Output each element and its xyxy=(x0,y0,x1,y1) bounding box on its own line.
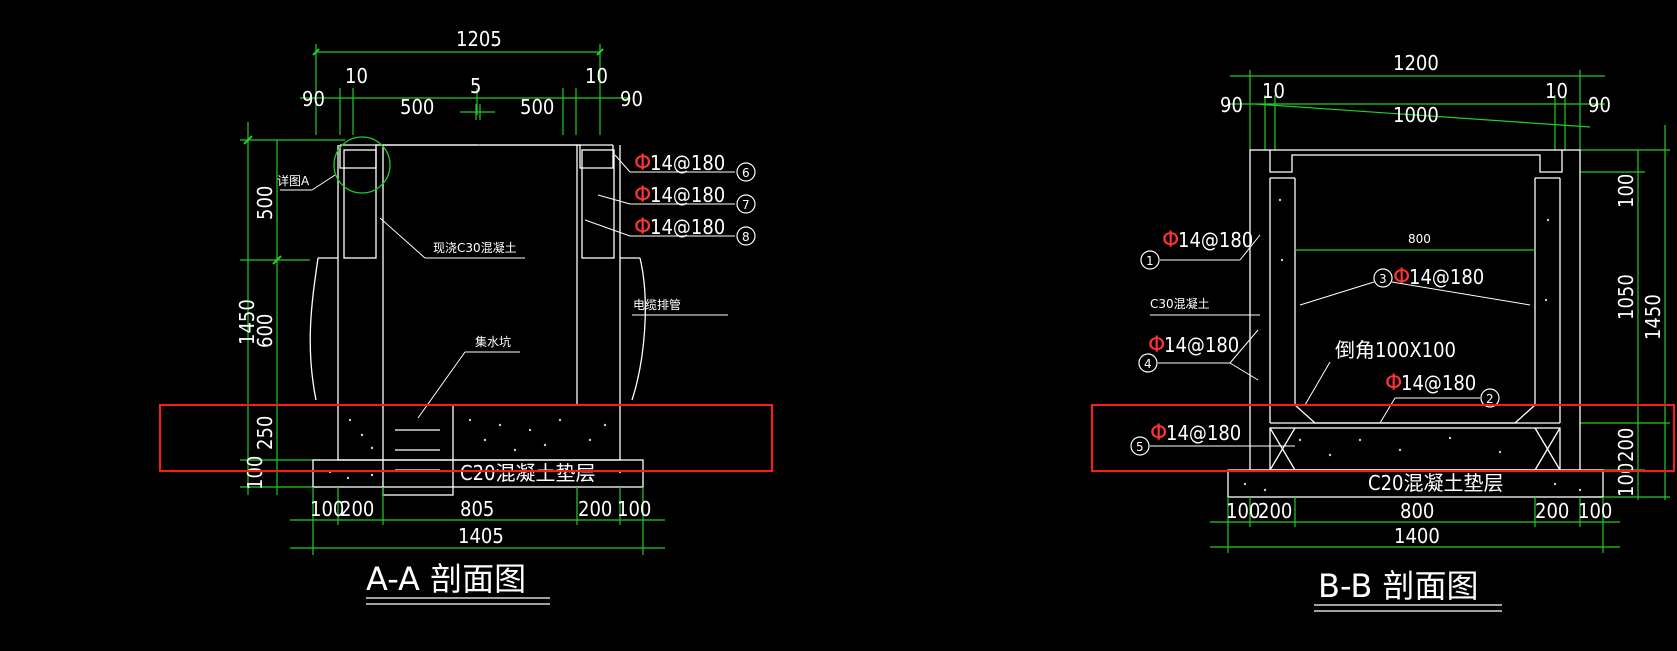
bb-rebar-callout-1[interactable]: Φ 14@180 1 xyxy=(1140,228,1261,270)
rebar-symbol-icon: Φ xyxy=(634,183,651,208)
section-bb: 1200 1000 90 10 10 90 100 1050 1450 200 … xyxy=(1091,51,1675,612)
aa-rebar-spec-7: 14@180 xyxy=(650,183,725,207)
aa-dim-middle-height: 600 xyxy=(253,314,277,348)
aa-dim-right-small: 10 xyxy=(585,64,608,88)
aa-dim-bottom-2: 200 xyxy=(340,497,374,521)
bb-dim-overall-top: 1200 xyxy=(1393,51,1439,75)
bb-rebar-spec-2: 14@180 xyxy=(1401,371,1476,395)
bb-dim-total: 1450 xyxy=(1641,294,1665,340)
rebar-symbol-icon: Φ xyxy=(1162,228,1179,253)
rebar-symbol-icon: Φ xyxy=(1150,421,1167,446)
bb-label-concrete: C30混凝土 xyxy=(1150,296,1210,311)
rebar-symbol-icon: Φ xyxy=(1148,333,1165,358)
bb-rebar-callout-4[interactable]: Φ 14@180 4 xyxy=(1138,329,1259,381)
aa-dim-left-small: 10 xyxy=(345,64,368,88)
bb-concrete-hatch xyxy=(1243,198,1582,492)
bb-rebar-spec-5: 14@180 xyxy=(1166,421,1241,445)
aa-rebar-num-8: 8 xyxy=(742,230,750,244)
bb-top-dimension-lines xyxy=(1230,70,1605,150)
bb-dim-bottom-4: 200 xyxy=(1535,499,1569,523)
aa-dim-bottom-3: 805 xyxy=(460,497,494,521)
bb-label-base-layer: C20混凝土垫层 xyxy=(1368,471,1503,495)
aa-detail-circle[interactable] xyxy=(333,136,391,194)
aa-dim-bottom-5: 100 xyxy=(617,497,651,521)
bb-dim-top: 100 xyxy=(1614,174,1638,208)
bb-dim-inner-top: 1000 xyxy=(1393,103,1439,127)
bb-rebar-spec-1: 14@180 xyxy=(1178,228,1253,252)
aa-rebar-num-6: 6 xyxy=(742,166,750,180)
rebar-symbol-icon: Φ xyxy=(634,215,651,240)
aa-dim-right-span: 500 xyxy=(520,95,554,119)
bb-dim-bottom-2: 200 xyxy=(1258,499,1292,523)
bb-dim-middle: 1050 xyxy=(1614,274,1638,320)
bb-dim-right-edge: 90 xyxy=(1588,93,1611,117)
aa-top-dimension-lines xyxy=(300,44,630,135)
bb-rebar-spec-3: 14@180 xyxy=(1409,265,1484,289)
bb-dim-bottom-3: 800 xyxy=(1400,499,1434,523)
aa-dim-bottom-overall: 1405 xyxy=(458,524,504,548)
bb-dim-left-edge: 90 xyxy=(1220,93,1243,117)
bb-dim-bottom-overall: 1400 xyxy=(1394,524,1440,548)
bb-section-title: B-B 剖面图 xyxy=(1318,567,1479,605)
bb-rebar-num-5: 5 xyxy=(1136,440,1144,454)
aa-detail-leader xyxy=(311,174,336,191)
aa-rebar-num-7: 7 xyxy=(742,198,750,212)
bb-rebar-callout-2[interactable]: Φ 14@180 2 xyxy=(1379,371,1500,424)
rebar-symbol-icon: Φ xyxy=(1385,371,1402,396)
aa-highlight-box[interactable] xyxy=(159,404,773,472)
bb-highlight-box[interactable] xyxy=(1091,404,1675,472)
aa-dim-upper-height: 500 xyxy=(253,186,277,220)
section-aa: 1205 90 10 500 5 500 10 90 1450 500 600 … xyxy=(159,27,773,605)
aa-dim-base-height: 100 xyxy=(243,456,267,490)
aa-dim-bottom-4: 200 xyxy=(578,497,612,521)
aa-dim-total-height: 1450 xyxy=(235,299,259,345)
aa-dim-lower-height: 250 xyxy=(253,416,277,450)
bb-bottom-dimension-lines xyxy=(1210,497,1620,553)
aa-label-cable: 电缆排管 xyxy=(633,297,681,312)
aa-rebar-callout-6[interactable]: Φ 14@180 6 xyxy=(614,151,756,182)
bb-rebar-num-1: 1 xyxy=(1146,254,1154,268)
bb-dim-bottom-slab: 200 xyxy=(1614,428,1638,462)
aa-label-base-layer: C20混凝土垫层 xyxy=(460,461,595,485)
bb-label-chamfer: 倒角100X100 xyxy=(1335,338,1456,362)
bb-dim-inner-width: 800 xyxy=(1408,232,1431,246)
rebar-symbol-icon: Φ xyxy=(1393,265,1410,290)
aa-dim-right-edge: 90 xyxy=(620,87,643,111)
aa-dim-left-span: 500 xyxy=(400,95,434,119)
bb-rebar-num-4: 4 xyxy=(1144,357,1152,371)
aa-bottom-dimension-lines xyxy=(290,487,665,555)
bb-dim-bottom-5: 100 xyxy=(1578,499,1612,523)
aa-rebar-spec-8: 14@180 xyxy=(650,215,725,239)
bb-dim-left-small: 10 xyxy=(1262,79,1285,103)
aa-label-concrete: 现浇C30混凝土 xyxy=(433,240,517,255)
bb-rebar-callout-5[interactable]: Φ 14@180 5 xyxy=(1130,421,1295,456)
rebar-symbol-icon: Φ xyxy=(634,151,651,176)
aa-label-sump: 集水坑 xyxy=(475,334,511,349)
aa-dim-overall-top: 1205 xyxy=(456,27,502,51)
bb-right-dimension-lines xyxy=(1580,125,1670,500)
bb-rebar-spec-4: 14@180 xyxy=(1164,333,1239,357)
aa-dim-left-edge: 90 xyxy=(302,87,325,111)
aa-rebar-callout-7[interactable]: Φ 14@180 7 xyxy=(597,183,756,214)
aa-rebar-callout-8[interactable]: Φ 14@180 8 xyxy=(584,215,756,246)
aa-section-title: A-A 剖面图 xyxy=(366,560,526,598)
aa-label-detail: 详图A xyxy=(277,173,310,188)
bb-rebar-num-2: 2 xyxy=(1486,392,1494,406)
bb-dim-bottom-1: 100 xyxy=(1226,499,1260,523)
bb-dim-right-small: 10 xyxy=(1545,79,1568,103)
aa-structure-outline xyxy=(309,144,646,496)
bb-dim-base: 100 xyxy=(1614,463,1638,497)
aa-dim-bottom-1: 100 xyxy=(310,497,344,521)
bb-rebar-callout-3[interactable]: Φ 14@180 3 xyxy=(1299,265,1531,306)
aa-dim-gap: 5 xyxy=(470,74,481,98)
aa-rebar-spec-6: 14@180 xyxy=(650,151,725,175)
bb-rebar-num-3: 3 xyxy=(1379,272,1387,286)
